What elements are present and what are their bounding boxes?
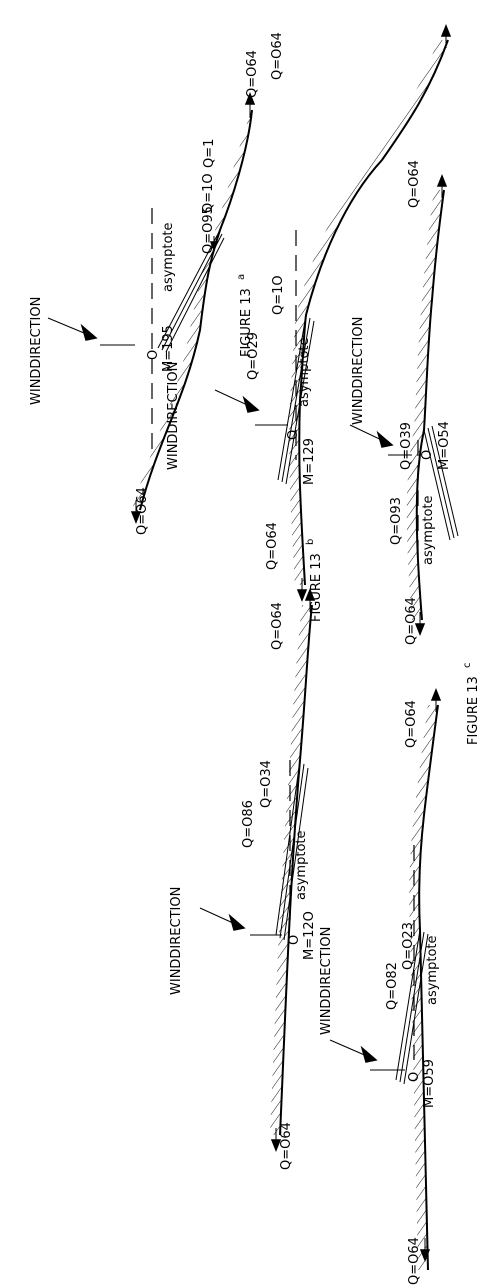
label-asymptote-13c-left: asymptote: [425, 936, 440, 1006]
label-q-left-13b-left: Q=O64: [279, 1122, 294, 1170]
figure-13c-left: WINDDIRECTION O M=O59 asymptote Q=O64 Q=…: [319, 687, 442, 1285]
dune-13c-left-profile: [418, 704, 439, 1271]
flow-arrowhead-13c-left-a: [419, 1249, 431, 1263]
label-origin-13b-right: O: [286, 430, 301, 440]
label-moment-13b-right: M=129: [302, 438, 317, 485]
label-q-crest-13a: Q=1O: [201, 173, 216, 213]
label-q-right-13a: Q=O64: [245, 50, 260, 98]
figure-title-13a: FIGURE 13 a: [236, 274, 254, 357]
figure-title-13c: FIGURE 13 c: [462, 663, 481, 746]
dune-13c-right-profile: [415, 189, 445, 621]
flow-arrowhead-13c-left-b: [430, 687, 442, 701]
figure-title-13b-text: FIGURE 13: [309, 553, 324, 622]
wind-arrowhead-13c-left: [360, 1045, 378, 1063]
flow-arrowhead-13a-crest: [209, 241, 219, 253]
label-origin-13c-left: O: [407, 1072, 422, 1082]
wind-arrowhead-13b-right: [242, 395, 260, 413]
figure-13b-right: WINDDIRECTION O M=129 asymptote Q=O64 Q=…: [166, 23, 452, 622]
label-q-lee-13b-right: Q=O29: [246, 332, 261, 380]
label-q-right-13c-left: Q=O64: [404, 700, 419, 748]
label-wind-13c-right: WINDDIRECTION: [351, 317, 366, 425]
flow-arrowhead-13c-right-a: [414, 623, 426, 637]
label-origin-13c-right: O: [420, 450, 435, 460]
label-q-left-13b-right: Q=O64: [265, 522, 280, 570]
label-asymptote-13b-left: asymptote: [294, 831, 309, 901]
figure-title-13a-text: FIGURE 13: [239, 288, 254, 357]
flow-arrowhead-13a-left: [130, 511, 142, 525]
flow-arrowhead-13b-right-a: [296, 589, 308, 603]
label-origin-13a: O: [146, 350, 161, 360]
label-q-lee-13a: Q=1: [202, 139, 217, 168]
wind-arrowhead-13a: [80, 323, 98, 341]
figure-title-13b-sup: b: [305, 539, 316, 545]
label-asymptote-13c-right: asymptote: [421, 496, 436, 566]
label-q-crest-13b-right: Q=1O: [271, 275, 286, 315]
label-asymptote-13a: asymptote: [161, 223, 176, 293]
label-moment-13a: M=195: [161, 325, 176, 372]
figure-title-13b: FIGURE 13 b: [305, 539, 324, 622]
figure-13c-right: WINDDIRECTION O M=O54 asymptote Q=O64 Q=…: [349, 160, 481, 746]
figure-title-13c-text: FIGURE 13: [466, 676, 481, 745]
label-wind-13c-left: WINDDIRECTION: [319, 927, 334, 1035]
dune-13b-right-slipface: [277, 314, 315, 485]
label-q-right-13c-right: Q=O64: [407, 160, 422, 208]
label-q-left-13c-right: Q=O64: [404, 597, 419, 645]
figure-title-13a-sup: a: [236, 274, 247, 280]
flow-arrowhead-13b-right-b: [440, 23, 452, 37]
dune-13b-left-profile: [279, 604, 313, 1136]
wind-arrowhead-13c-right: [376, 430, 394, 448]
label-q-upstream-13c-right: Q=O93: [389, 497, 404, 545]
label-asymptote-13b-right: asymptote: [297, 338, 312, 408]
wind-arrowhead-13b-left: [228, 913, 246, 931]
label-q-crest-13c-right: Q=O39: [399, 422, 414, 470]
label-origin-13b-left: O: [287, 935, 302, 945]
label-wind-13b-left: WINDDIRECTION: [169, 887, 184, 995]
label-moment-13c-right: M=O54: [437, 421, 452, 470]
dune-13c-right-slipface: [423, 425, 459, 541]
label-q-crest-13b-left: Q=O34: [259, 760, 274, 808]
flow-arrowhead-13c-right-b: [436, 173, 448, 187]
dune-13c-left-slipface: [395, 929, 429, 1085]
label-moment-13b-left: M=12O: [302, 911, 317, 960]
dune-13c-left-hatch: [409, 705, 438, 1270]
flow-arrowhead-13a-right: [244, 91, 256, 105]
label-q-upstream-13a: Q=O95: [201, 206, 216, 254]
label-q-upstream-13b-left: Q=O86: [241, 800, 256, 848]
dune-13b-right-profile: [298, 39, 449, 586]
dune-13a-hatch: [132, 110, 252, 510]
label-q-right-13b-left: Q=O64: [270, 602, 285, 650]
flow-arrowhead-13b-left-b: [304, 587, 316, 601]
label-q-crest-13c-left: Q=O23: [401, 922, 416, 970]
figure-13a: WINDDIRECTION O M=195 asymptote Q=O64 Q=…: [29, 50, 260, 535]
dune-13b-left-slipface: [275, 759, 309, 941]
dune-13a-profile: [139, 109, 253, 511]
figure-title-13c-sup: c: [462, 663, 473, 669]
figure-13b-left: WINDDIRECTION O M=12O asymptote Q=O64 Q=…: [169, 587, 317, 1170]
dune-13a-slipface: [157, 229, 225, 353]
label-q-right-13b-right: Q=O64: [270, 32, 285, 80]
label-q-left-13a: Q=O64: [135, 487, 150, 535]
label-moment-13c-left: M=O59: [422, 1059, 437, 1108]
label-q-upstream-13c-left: Q=O82: [385, 962, 400, 1010]
label-wind-13a: WINDDIRECTION: [29, 297, 44, 405]
label-q-left-13c-left: Q=O64: [407, 1237, 422, 1285]
flow-arrowhead-13b-left-a: [270, 1139, 282, 1153]
label-wind-13b-right: WINDDIRECTION: [166, 362, 181, 470]
